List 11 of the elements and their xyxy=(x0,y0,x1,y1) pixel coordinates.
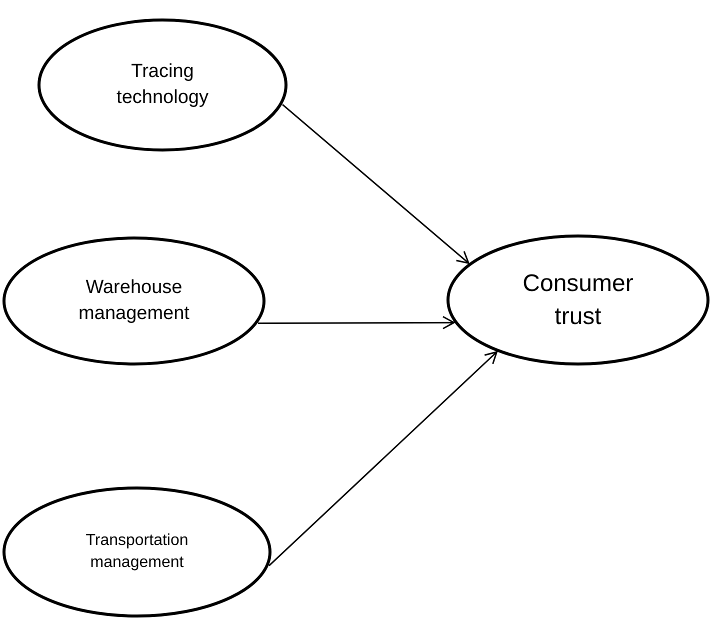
arrow xyxy=(282,104,470,264)
node-label: Tracing technology xyxy=(116,60,210,110)
ellipse-node xyxy=(37,18,288,152)
ellipse-node xyxy=(2,236,266,366)
ellipse-node xyxy=(2,486,272,618)
node-label: Transportation management xyxy=(84,531,190,573)
node-label: Warehouse management xyxy=(78,276,190,326)
ellipse-node xyxy=(446,234,710,366)
node-label: Consumer trust xyxy=(522,269,634,332)
arrow xyxy=(268,351,498,566)
arrow xyxy=(258,316,455,330)
